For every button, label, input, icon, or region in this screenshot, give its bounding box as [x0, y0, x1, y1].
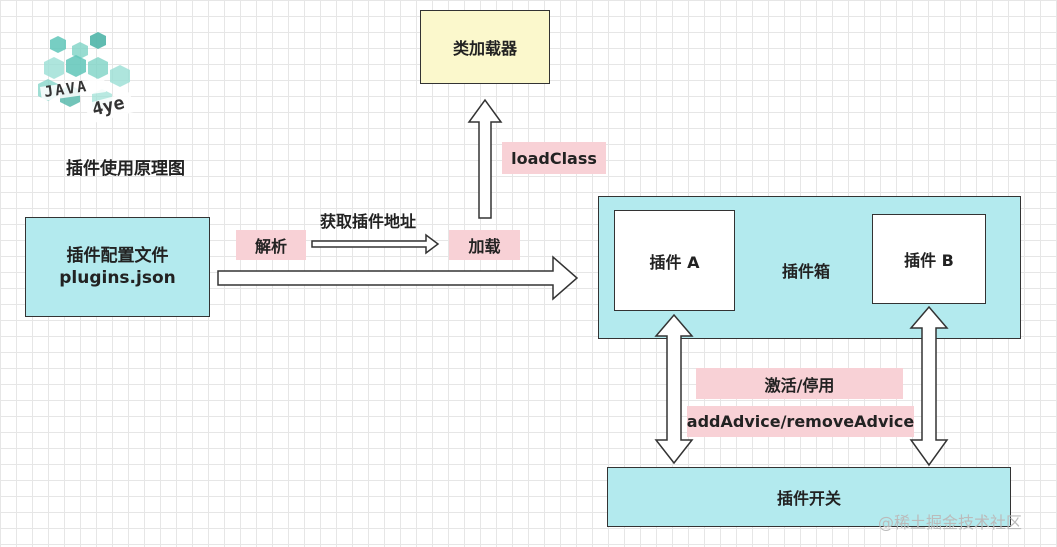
- plugin-switch-label: 插件开关: [776, 489, 841, 508]
- config-label-line1: 插件配置文件: [66, 246, 169, 266]
- plugin-a-label: 插件 A: [649, 252, 700, 272]
- plugin-b-label: 插件 B: [904, 251, 954, 270]
- class-loader-label: 类加载器: [452, 39, 517, 58]
- plugin-config-box: 插件配置文件 plugins.json: [25, 217, 210, 317]
- plugin-container-label: 插件箱: [782, 262, 831, 281]
- class-loader-box: 类加载器: [420, 10, 550, 84]
- label-load-class: loadClass: [502, 142, 606, 174]
- diagram-title: 插件使用原理图: [66, 159, 185, 179]
- arrow-get-address: [311, 233, 440, 255]
- arrow-plugin-b-switch: [909, 305, 949, 467]
- arrow-up-to-class-loader: [467, 98, 503, 219]
- label-activate-deactivate: 激活/停用: [696, 368, 903, 399]
- plugin-b-box: 插件 B: [872, 214, 986, 304]
- plugin-a-box: 插件 A: [614, 210, 735, 311]
- plugin-switch-box: 插件开关: [607, 467, 1011, 527]
- arrow-plugin-a-switch: [654, 313, 694, 465]
- label-parse: 解析: [236, 230, 306, 260]
- label-add-remove-advice: addAdvice/removeAdvice: [687, 406, 914, 437]
- label-load: 加载: [449, 230, 520, 260]
- config-label-line2: plugins.json: [59, 268, 176, 288]
- label-get-plugin-address: 获取插件地址: [320, 212, 417, 231]
- java4ye-logo: JAVA 4ye: [30, 32, 140, 132]
- arrow-to-plugin-container: [217, 255, 579, 301]
- watermark: @稀土掘金技术社区: [878, 513, 1023, 532]
